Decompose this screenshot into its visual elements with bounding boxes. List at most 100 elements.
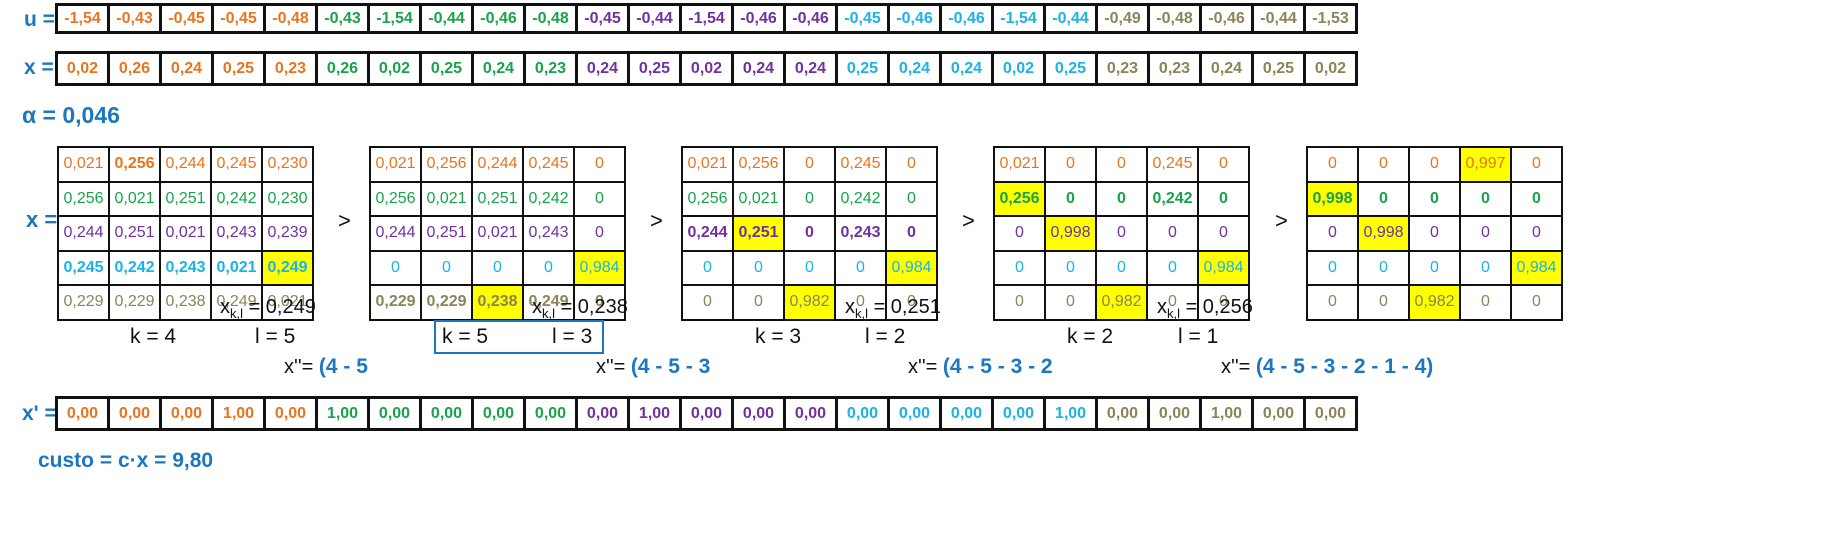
x-vector-label: x = [24, 56, 54, 79]
matrix-5-cell-5-3: 0,982 [1410, 286, 1461, 321]
matrix-5-cell-2-5: 0 [1512, 182, 1563, 217]
matrix-4-cell-3-1: 0 [995, 217, 1046, 252]
matrix-2-cell-4-4: 0 [524, 251, 575, 286]
l-step-1: l = 5 [255, 325, 296, 348]
x-cell-18: 0,24 [942, 54, 994, 86]
u-cell-4: -0,45 [214, 6, 266, 34]
x-cell-3: 0,24 [162, 54, 214, 86]
l-step-4: l = 1 [1178, 325, 1219, 348]
xprime-cell-18: 0,00 [942, 399, 994, 431]
xprime-cell-17: 0,00 [890, 399, 942, 431]
matrix-3-cell-1-5: 0 [887, 148, 938, 183]
matrix-4-cell-1-3: 0 [1097, 148, 1148, 183]
k-step-1: k = 4 [130, 325, 177, 348]
matrix-2-cell-2-3: 0,251 [473, 182, 524, 217]
matrix-1-cell-4-3: 0,243 [161, 251, 212, 286]
matrix-4-cell-4-1: 0 [995, 251, 1046, 286]
u-cell-10: -0,48 [526, 6, 578, 34]
matrix-2-cell-2-4: 0,242 [524, 182, 575, 217]
x-cell-15: 0,24 [786, 54, 838, 86]
matrix-4-cell-2-5: 0 [1199, 182, 1250, 217]
x-cell-11: 0,24 [578, 54, 630, 86]
u-cell-23: -0,46 [1202, 6, 1254, 34]
k-step-2: k = 5 [442, 325, 489, 348]
matrix-4-cell-4-5: 0,984 [1199, 251, 1250, 286]
x-prime-vector-label: x' = [22, 402, 57, 425]
matrix-2-cell-3-1: 0,244 [371, 217, 422, 252]
u-cell-7: -1,54 [370, 6, 422, 34]
matrix-1-cell-5-3: 0,238 [161, 286, 212, 321]
matrix-2-cell-5-4: 0,249 [524, 286, 575, 321]
matrix-5-cell-4-2: 0 [1359, 251, 1410, 286]
matrix-5-cell-1-2: 0 [1359, 148, 1410, 183]
matrix-2-cell-5-3: 0,238 [473, 286, 524, 321]
x-cell-22: 0,23 [1150, 54, 1202, 86]
matrix-4-cell-2-4: 0,242 [1148, 182, 1199, 217]
matrix-1-cell-1-5: 0,230 [263, 148, 314, 183]
xprime-cell-13: 0,00 [682, 399, 734, 431]
matrix-3-cell-5-4: 0 [836, 286, 887, 321]
matrix-3-cell-2-5: 0 [887, 182, 938, 217]
alpha-label: α = 0,046 [22, 102, 120, 128]
matrix-4-cell-5-4: 0 [1148, 286, 1199, 321]
matrix-3-cell-5-3: 0,982 [785, 286, 836, 321]
xprime-cell-1: 0,00 [58, 399, 110, 431]
xprime-cell-14: 0,00 [734, 399, 786, 431]
xprime-cell-24: 0,00 [1254, 399, 1306, 431]
matrix-2-cell-5-5: 0 [575, 286, 626, 321]
u-cell-2: -0,43 [110, 6, 162, 34]
matrix-5-cell-5-2: 0 [1359, 286, 1410, 321]
xprime-cell-22: 0,00 [1150, 399, 1202, 431]
matrix-5-cell-2-3: 0 [1410, 182, 1461, 217]
matrix-5-cell-5-1: 0 [1308, 286, 1359, 321]
matrix-1-cell-3-1: 0,244 [59, 217, 110, 252]
matrix-4-cell-3-2: 0,998 [1046, 217, 1097, 252]
matrix-1-cell-5-5: 0,021 [263, 286, 314, 321]
matrix-3-cell-5-5: 0 [887, 286, 938, 321]
xprime-cell-2: 0,00 [110, 399, 162, 431]
path-step-4: x''= (4 - 5 - 3 - 2 - 1 - 4) [1221, 355, 1434, 378]
matrix-4-cell-1-1: 0,021 [995, 148, 1046, 183]
matrix-3-cell-2-3: 0 [785, 182, 836, 217]
matrix-4-cell-3-5: 0 [1199, 217, 1250, 252]
matrix-1-cell-3-2: 0,251 [110, 217, 161, 252]
matrix-2-cell-1-5: 0 [575, 148, 626, 183]
greater-sign-3: > [962, 208, 975, 233]
u-cell-22: -0,48 [1150, 6, 1202, 34]
u-cell-21: -0,49 [1098, 6, 1150, 34]
cost-label: custo = c·x = 9,80 [38, 449, 214, 472]
matrix-5-cell-3-2: 0,998 [1359, 217, 1410, 252]
matrix-2-cell-2-5: 0 [575, 182, 626, 217]
matrix-2-cell-4-5: 0,984 [575, 251, 626, 286]
matrix-2-cell-5-2: 0,229 [422, 286, 473, 321]
matrix-5-cell-5-5: 0 [1512, 286, 1563, 321]
selected-kl-box [434, 320, 604, 354]
x-cell-23: 0,24 [1202, 54, 1254, 86]
x-cell-21: 0,23 [1098, 54, 1150, 86]
xprime-cell-15: 0,00 [786, 399, 838, 431]
u-cell-5: -0,48 [266, 6, 318, 34]
matrix-1-cell-4-4: 0,021 [212, 251, 263, 286]
matrix-5-cell-1-4: 0,997 [1461, 148, 1512, 183]
u-cell-25: -1,53 [1306, 6, 1358, 34]
matrix-3-cell-3-5: 0 [887, 217, 938, 252]
matrix-4-cell-4-4: 0 [1148, 251, 1199, 286]
matrix-1-cell-2-4: 0,242 [212, 182, 263, 217]
matrix-4-cell-2-3: 0 [1097, 182, 1148, 217]
u-vector-label: u = [24, 8, 55, 31]
u-cell-16: -0,45 [838, 6, 890, 34]
matrix-3-cell-2-2: 0,021 [734, 182, 785, 217]
matrix-4-cell-3-4: 0 [1148, 217, 1199, 252]
u-cell-18: -0,46 [942, 6, 994, 34]
matrix-4-cell-1-4: 0,245 [1148, 148, 1199, 183]
l-step-3: l = 2 [865, 325, 906, 348]
xprime-cell-23: 1,00 [1202, 399, 1254, 431]
matrix-2-cell-1-3: 0,244 [473, 148, 524, 183]
u-cell-20: -0,44 [1046, 6, 1098, 34]
matrix-2-cell-3-5: 0 [575, 217, 626, 252]
xprime-cell-6: 1,00 [318, 399, 370, 431]
matrix-5-cell-1-1: 0 [1308, 148, 1359, 183]
